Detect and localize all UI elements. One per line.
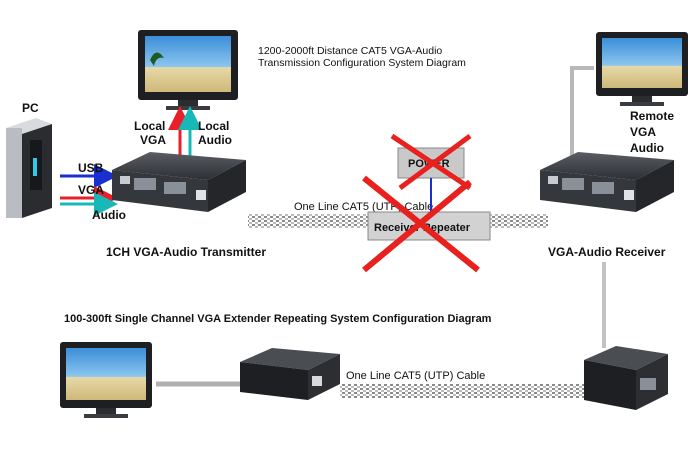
audio-label: Audio (92, 208, 126, 222)
power-box: POWER (397, 147, 465, 179)
remote-label-2: VGA (630, 125, 656, 139)
remote-monitor (596, 32, 688, 106)
receiver-label: VGA-Audio Receiver (548, 245, 666, 259)
top-cable-label: One Line CAT5 (UTP) Cable (294, 201, 433, 213)
bottom-cable-label: One Line CAT5 (UTP) Cable (346, 370, 485, 382)
transmitter-label: 1CH VGA-Audio Transmitter (106, 245, 266, 259)
transmitter-device (112, 152, 246, 212)
cross-mark (362, 133, 480, 273)
local-monitor (138, 30, 238, 110)
local-audio-label-2: Audio (198, 133, 232, 147)
remote-label-1: Remote (630, 109, 674, 123)
pc-tower (6, 118, 52, 218)
bottom-receiver-device (584, 346, 668, 410)
bottom-cable-band (340, 384, 586, 398)
bottom-title: 100-300ft Single Channel VGA Extender Re… (64, 313, 492, 325)
receiver-monitor-cable (570, 66, 594, 156)
bottom-monitor (60, 342, 152, 418)
vga-label: VGA (78, 183, 104, 197)
local-audio-label-1: Local (198, 119, 229, 133)
remote-label-3: Audio (630, 141, 664, 155)
local-vga-label-2: VGA (140, 133, 166, 147)
top-title-line1: 1200-2000ft Distance CAT5 VGA-Audio (258, 45, 442, 57)
receiver-device (540, 152, 674, 212)
top-title-line2: Transmission Configuration System Diagra… (258, 57, 466, 69)
pc-label: PC (22, 101, 39, 115)
usb-label: USB (78, 161, 104, 175)
local-vga-label-1: Local (134, 119, 165, 133)
bottom-transmitter-device (240, 348, 340, 400)
